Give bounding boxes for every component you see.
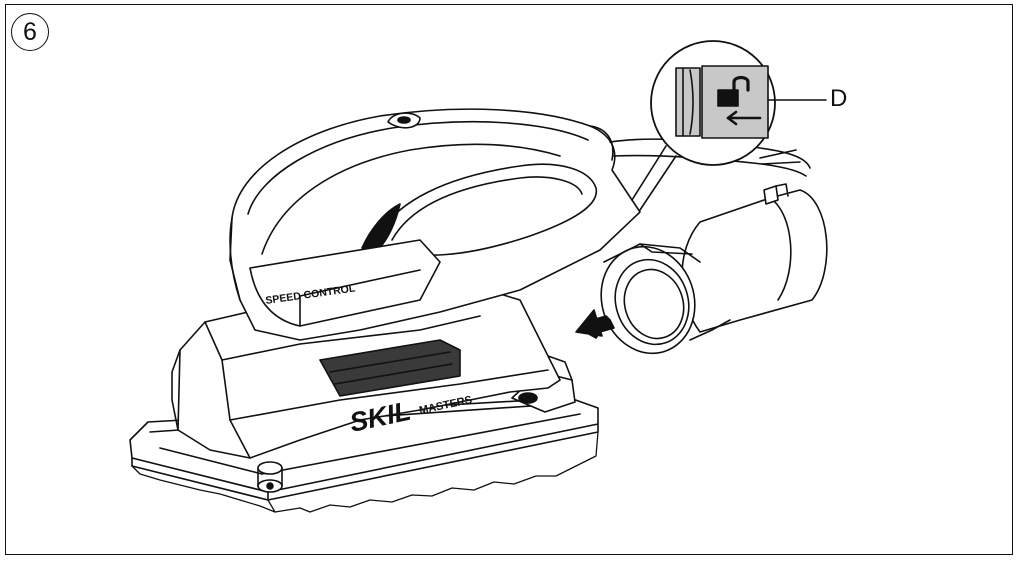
unlock-padlock-icon: [717, 75, 750, 107]
zoom-leader-lines: [631, 145, 677, 211]
figure-number-badge: 6: [11, 13, 49, 51]
callout-label-d: D: [830, 85, 848, 112]
dust-adapter: [600, 183, 828, 355]
figure-number: 6: [23, 17, 37, 46]
insert-arrow-icon: [575, 309, 615, 339]
sander-handle-body: [229, 108, 641, 341]
clamp-screw-front: [257, 461, 283, 493]
switch-zoom-inset: [650, 40, 776, 166]
arrow-left-icon: [726, 110, 762, 126]
